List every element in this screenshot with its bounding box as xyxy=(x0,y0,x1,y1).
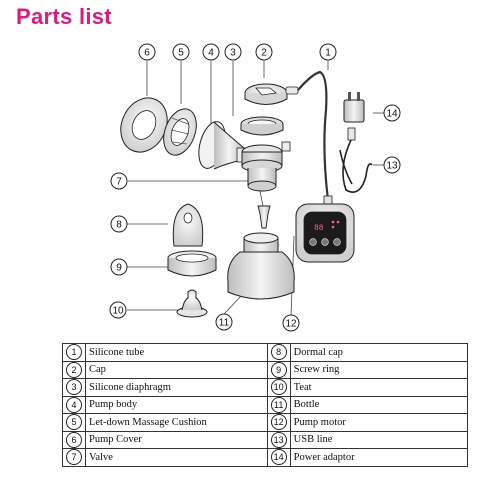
massage-cushion-part xyxy=(163,108,197,156)
part-number: 4 xyxy=(65,396,82,413)
callout-circle-8 xyxy=(110,215,128,233)
part-number: 2 xyxy=(65,361,82,378)
callout-circle-9 xyxy=(110,258,128,276)
bottle-part xyxy=(227,232,295,300)
part-number: 11 xyxy=(270,396,287,413)
page-title: Parts list xyxy=(16,4,112,29)
callout-number-11: 11 xyxy=(219,318,230,329)
part-number: 8 xyxy=(270,344,287,361)
part-number: 10 xyxy=(270,379,287,396)
motor-button-icon xyxy=(333,238,341,246)
part-name: Screw ring xyxy=(289,360,469,379)
part-number: 3 xyxy=(65,379,82,396)
callout-number-9: 9 xyxy=(116,263,122,274)
part-name: Pump motor xyxy=(289,413,469,432)
part-number: 13 xyxy=(270,431,287,448)
callout-number-10: 10 xyxy=(112,306,124,317)
part-name: Pump Cover xyxy=(84,430,268,449)
part-number: 14 xyxy=(270,449,287,466)
usb-line-part xyxy=(339,127,373,193)
callout-circle-2 xyxy=(255,43,273,61)
part-number: 5 xyxy=(65,414,82,431)
callout-number-6: 6 xyxy=(144,48,150,59)
callout-circle-6 xyxy=(138,43,156,61)
pump-motor-part: 88 xyxy=(295,203,355,263)
silicone-diaphragm-part xyxy=(240,116,284,136)
callout-number-3: 3 xyxy=(230,48,236,59)
motor-button-icon xyxy=(321,238,329,246)
screw-ring-part xyxy=(167,250,217,277)
valve-part xyxy=(257,205,271,229)
callout-number-2: 2 xyxy=(261,48,267,59)
callout-number-13: 13 xyxy=(386,161,398,172)
part-name: Pump body xyxy=(84,395,268,414)
part-name: Silicone tube xyxy=(84,343,268,362)
callout-number-1: 1 xyxy=(325,48,331,59)
part-number: 12 xyxy=(270,414,287,431)
teat-part xyxy=(176,289,208,318)
callout-circle-4 xyxy=(202,43,220,61)
callout-number-5: 5 xyxy=(178,48,184,59)
callout-number-4: 4 xyxy=(208,48,214,59)
part-name: Bottle xyxy=(289,395,469,414)
callout-circle-7 xyxy=(110,172,128,190)
part-name: Dormal cap xyxy=(289,343,469,362)
part-number: 7 xyxy=(65,449,82,466)
callout-circle-10 xyxy=(109,301,127,319)
part-name: USB line xyxy=(289,430,469,449)
power-adaptor-part xyxy=(343,92,365,123)
dormal-cap-part xyxy=(172,203,204,247)
callout-circle-3 xyxy=(224,43,242,61)
part-name: Teat xyxy=(289,378,469,397)
callout-number-7: 7 xyxy=(116,177,122,188)
pump-cover-part xyxy=(120,97,168,153)
callout-circle-5 xyxy=(172,43,190,61)
pump-body-part xyxy=(241,141,291,192)
part-name: Cap xyxy=(84,360,268,379)
part-name: Valve xyxy=(84,448,268,467)
part-name: Silicone diaphragm xyxy=(84,378,268,397)
part-number: 6 xyxy=(65,431,82,448)
callout-circle-11 xyxy=(215,313,233,331)
part-number: 9 xyxy=(270,361,287,378)
part-name: Power adaptor xyxy=(289,448,469,467)
part-number: 1 xyxy=(65,344,82,361)
callout-circle-13 xyxy=(383,156,401,174)
pump-body-funnel xyxy=(198,121,248,170)
callout-number-8: 8 xyxy=(116,220,122,231)
motor-display-digits: 88 xyxy=(314,224,324,233)
callout-circle-14 xyxy=(383,104,401,122)
part-name: Let-down Massage Cushion xyxy=(84,413,268,432)
motor-button-icon xyxy=(309,238,317,246)
callout-circle-1 xyxy=(319,43,337,61)
callout-number-14: 14 xyxy=(386,109,398,120)
callout-number-12: 12 xyxy=(285,319,297,330)
cap-part xyxy=(244,83,299,105)
silicone-tube-part xyxy=(297,70,330,201)
callout-circle-12 xyxy=(282,314,300,332)
